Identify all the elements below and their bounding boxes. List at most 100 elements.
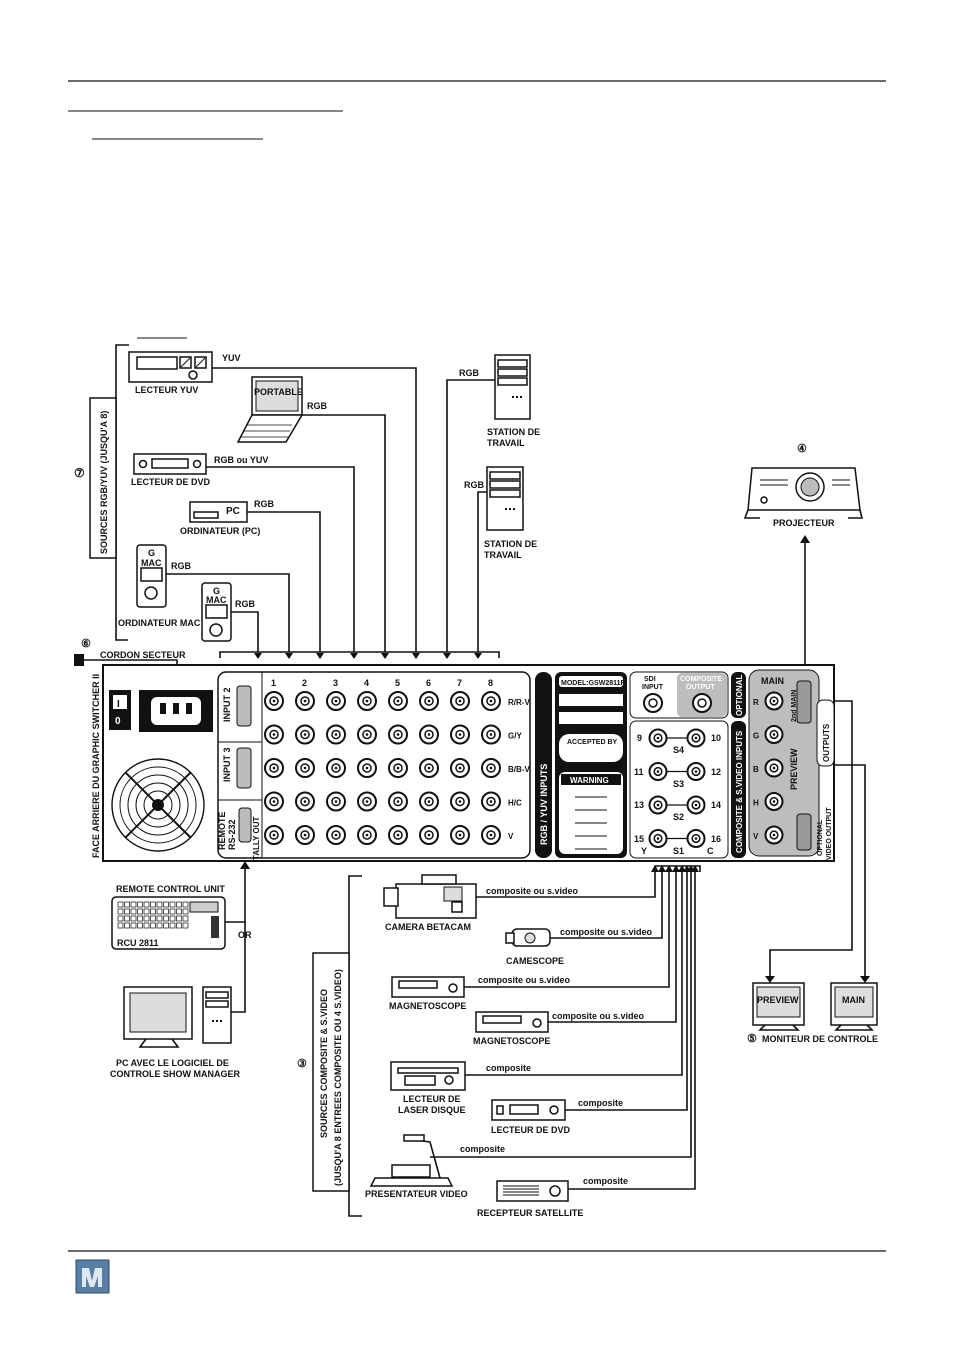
remote-control-unit: REMOTE CONTROL UNIT RCU 2811 OR xyxy=(111,861,252,950)
signal-rgb-pc: RGB xyxy=(254,499,275,509)
signal-satellite: composite xyxy=(583,1176,628,1186)
lecteur-yuv-label: LECTEUR YUV xyxy=(135,385,198,395)
signal-rgb-mac1: RGB xyxy=(171,561,192,571)
lecteur-dvd-label: LECTEUR DE DVD xyxy=(131,477,211,487)
bnc-connector xyxy=(481,724,501,745)
composite-bnc xyxy=(686,728,706,748)
satellite-label: RECEPTEUR SATELLITE xyxy=(477,1208,583,1218)
station-2-label-a: STATION DE xyxy=(484,539,537,549)
rgb-sources-bracket: SOURCES RGB/YUV (JUSQU'A 8) ⑦ xyxy=(74,344,129,641)
composite-output-label-1: COMPOSITE xyxy=(680,676,722,683)
mac-label-2: MAC xyxy=(206,595,227,605)
bnc-connector xyxy=(357,791,377,812)
lecteur-dvd-video: LECTEUR DE DVD xyxy=(491,1099,571,1135)
column-label-7: 7 xyxy=(457,678,462,688)
camera-label: CAMERA BETACAM xyxy=(385,922,471,932)
bnc-connector xyxy=(326,724,346,745)
bnc-connector xyxy=(388,825,408,845)
output-row-label-V: V xyxy=(753,832,759,841)
signal-rgb-mac2: RGB xyxy=(235,599,256,609)
bnc-connector xyxy=(450,758,470,778)
number-3: ③ xyxy=(297,1058,307,1070)
number-6: ⑥ xyxy=(81,638,91,650)
output-row-label-B: B xyxy=(753,765,759,774)
signal-presentateur: composite xyxy=(460,1144,505,1154)
signal-rgb-portable: RGB xyxy=(307,401,328,411)
comp-num-12: 12 xyxy=(711,767,721,777)
s2-label: S2 xyxy=(673,812,684,822)
pc-show-label-1: PC AVEC LE LOGICIEL DE xyxy=(116,1058,229,1068)
projecteur-device: PROJECTEUR ④ xyxy=(743,443,864,666)
bnc-connector xyxy=(326,825,346,845)
moniteur-label: MONITEUR DE CONTROLE xyxy=(762,1034,878,1044)
camescope-label: CAMESCOPE xyxy=(506,956,564,966)
brand-logo xyxy=(75,1259,110,1294)
lecteur-laser-disque: LECTEUR DE LASER DISQUE xyxy=(390,1061,466,1115)
pc-show-label-2: CONTROLE SHOW MANAGER xyxy=(110,1069,240,1079)
bnc-connector xyxy=(326,758,346,778)
bnc-connector xyxy=(481,758,501,778)
second-main-label: 2nd MAIN xyxy=(791,690,798,722)
station-1-label-b: TRAVAIL xyxy=(487,438,525,448)
composite-sources-bracket: SOURCES COMPOSITE & S.VIDEO (JUSQU'A 8 E… xyxy=(297,875,362,1217)
comp-inputs-label: COMPOSITE & S.VIDEO INPUTS xyxy=(735,730,744,853)
model-label: MODEL:GSW2811R xyxy=(561,680,626,687)
column-label-3: 3 xyxy=(333,678,338,688)
main-monitor-label: MAIN xyxy=(842,995,865,1005)
composite-bnc xyxy=(648,829,668,848)
rgb-sources-label: SOURCES RGB/YUV (JUSQU'A 8) xyxy=(99,411,109,554)
output-row-label-G: G xyxy=(753,732,759,741)
bnc-connector xyxy=(357,825,377,845)
camera-betacam: CAMERA BETACAM xyxy=(383,874,477,932)
bnc-connector xyxy=(481,691,501,711)
opt-video-output-label-2: VIDEO OUTPUT xyxy=(826,807,833,860)
bnc-connector xyxy=(388,724,408,745)
composite-sources-label-2: (JUSQU'A 8 ENTREES COMPOSITE OU 4 S.VIDE… xyxy=(333,969,343,1186)
tally-label: TALLY OUT xyxy=(252,816,261,860)
composite-bnc-grid xyxy=(648,728,706,848)
signal-rgb-ou-yuv: RGB ou YUV xyxy=(214,455,268,465)
monitor-wires xyxy=(765,700,870,983)
bnc-connector xyxy=(264,791,284,812)
magnetoscope-1-label: MAGNETOSCOPE xyxy=(389,1001,466,1011)
opt-video-output-label-1: OPTIONAL xyxy=(817,819,824,856)
presentateur-video: PRESENTATEUR VIDEO xyxy=(365,1134,468,1199)
bnc-connector xyxy=(295,825,315,845)
optional-label: OPTIONAL xyxy=(735,675,744,716)
input2-label: INPUT 2 xyxy=(222,687,232,722)
pc-label: PC xyxy=(226,506,240,517)
remote-title: REMOTE CONTROL UNIT xyxy=(116,884,225,894)
comp-num-15: 15 xyxy=(634,834,644,844)
lecteur-dvd-device: LECTEUR DE DVD xyxy=(131,453,211,487)
bnc-connector xyxy=(419,758,439,778)
bnc-connector xyxy=(264,691,284,711)
bnc-connector xyxy=(295,724,315,745)
mac-label-1: MAC xyxy=(141,558,162,568)
recepteur-satellite: RECEPTEUR SATELLITE xyxy=(477,1180,583,1218)
bnc-connector xyxy=(295,758,315,778)
magnetoscope-2: MAGNETOSCOPE xyxy=(473,1011,550,1046)
comp-num-11: 11 xyxy=(634,767,644,777)
bnc-connector xyxy=(388,758,408,778)
sdi-label-2: INPUT xyxy=(642,684,664,691)
rgb-row-labels: R/R-VG/YB/B-VH/CV xyxy=(508,698,530,841)
ordinateur-mac-label: ORDINATEUR MAC xyxy=(118,618,201,628)
station-travail-2: STATION DE TRAVAIL xyxy=(484,466,537,560)
signal-rgb-station2: RGB xyxy=(464,480,485,490)
y-label: Y xyxy=(641,846,647,856)
sdi-label-1: SDI xyxy=(644,676,656,683)
s4-label: S4 xyxy=(673,745,684,755)
output-bnc xyxy=(764,725,784,744)
output-bnc xyxy=(764,758,784,778)
signal-yuv: YUV xyxy=(222,353,241,363)
comp-num-10: 10 xyxy=(711,733,721,743)
bnc-connector xyxy=(419,791,439,812)
rgb-wires: YUV RGB RGB ou YUV RGB RGB RGB RGB RGB xyxy=(166,353,500,659)
rs232-label: RS-232 xyxy=(227,819,237,850)
pc-device: PC ORDINATEUR (PC) xyxy=(180,501,260,536)
s1-label: S1 xyxy=(673,846,684,856)
remote-label: REMOTE xyxy=(217,811,227,850)
lecteur-yuv-device: LECTEUR YUV xyxy=(128,351,213,395)
output-row-label-H: H xyxy=(753,799,759,808)
